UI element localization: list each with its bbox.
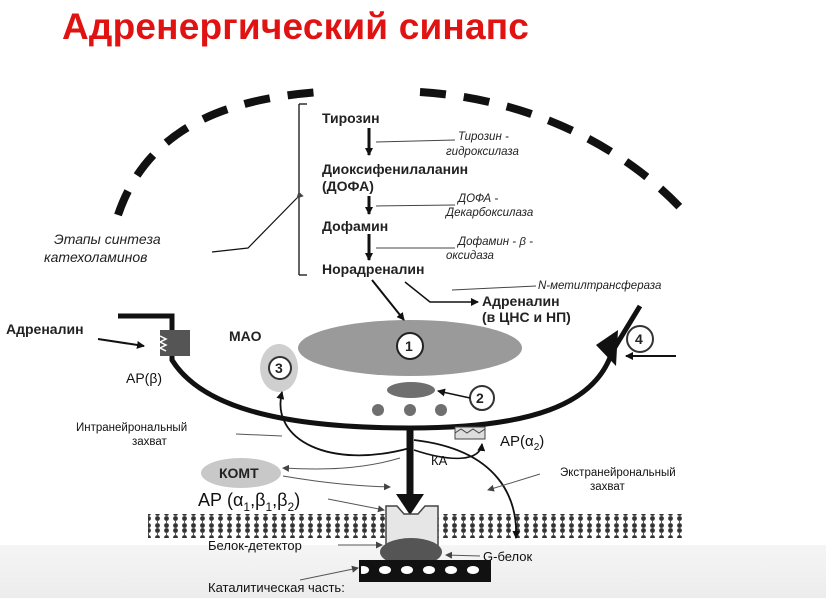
ar-alpha2-label: АР(α2) <box>500 433 544 453</box>
vesicle-2 <box>387 382 435 398</box>
num4-label: 4 <box>635 331 643 347</box>
enzyme-tyrosine-1: Тирозин - <box>458 131 509 143</box>
extraneuronal-1: Экстранейрональный <box>560 467 676 479</box>
ka-label: КА <box>431 453 448 468</box>
step-dopa-abbr: (ДОФА) <box>322 178 374 194</box>
num2-label: 2 <box>476 390 484 406</box>
mao-label: МАО <box>229 328 262 344</box>
step-dopamine: Дофамин <box>322 218 388 234</box>
g-protein-label: G-белок <box>483 549 533 564</box>
num3-label: 3 <box>275 360 283 376</box>
step-dopa: Диоксифенилаланин <box>322 161 468 177</box>
adrenaline-cns-1: Адреналин <box>482 293 560 309</box>
synthesis-stages-2: катехоламинов <box>44 249 147 265</box>
step-noradrenaline: Норадреналин <box>322 261 424 277</box>
adrenaline-cns-2: (в ЦНС и НП) <box>482 309 571 325</box>
num1-label: 1 <box>405 338 413 354</box>
page-title: Адренергический синапс <box>62 6 530 47</box>
enzyme-tyrosine-2: гидроксилаза <box>446 146 519 158</box>
step-tyrosine: Тирозин <box>322 110 380 126</box>
komt-label: КОМТ <box>219 465 259 481</box>
enzyme-nmethyl: N-метилтрансфераза <box>538 280 661 292</box>
extraneuronal-2: захват <box>590 481 626 493</box>
num4-circle <box>626 325 654 353</box>
synthesis-stages-1: Этапы синтеза <box>54 231 161 247</box>
ar-post-label: АР (α1,β1,β2) <box>198 490 300 514</box>
ar-beta-label: АР(β) <box>126 370 162 386</box>
presynaptic-membrane <box>118 304 643 431</box>
intraneuronal-1: Интранейрональный <box>76 422 187 434</box>
postsynaptic-receptor <box>380 505 442 566</box>
catalytic-label: Каталитическая часть: <box>208 580 345 595</box>
komt-ellipse <box>201 458 281 488</box>
detector-protein-label: Белок-детектор <box>208 538 302 553</box>
enzyme-dopamine-1: Дофамин - β - <box>456 236 533 248</box>
terminal-dashed-outline <box>114 88 691 219</box>
enzyme-dopa-1: ДОФА - <box>456 193 498 205</box>
enzyme-dopa-2: Декарбоксилаза <box>444 207 533 219</box>
enzyme-dopamine-2: оксидаза <box>446 250 494 262</box>
uptake-transporter-4 <box>596 330 618 366</box>
ar-alpha2-receptor <box>454 426 486 440</box>
catalytic-block <box>359 560 491 582</box>
intraneuronal-2: захват <box>132 436 168 448</box>
ar-beta-receptor <box>158 330 190 356</box>
adrenaline-left: Адреналин <box>6 321 84 337</box>
